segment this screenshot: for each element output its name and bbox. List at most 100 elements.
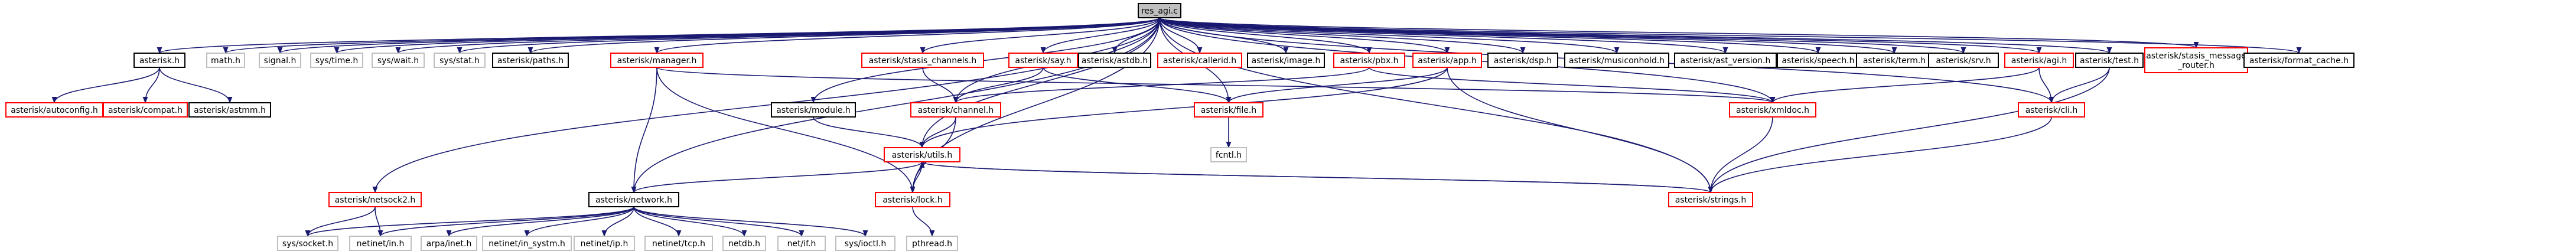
node-ast-version-h[interactable]: asterisk/ast_version.h — [1674, 53, 1777, 68]
node-box — [910, 102, 1001, 118]
node-lock-h[interactable]: asterisk/lock.h — [875, 192, 950, 207]
node-sys-time-h: sys/time.h — [310, 53, 363, 68]
node-label: asterisk/speech.h — [1782, 56, 1854, 66]
edge-manager_h-to-network_h — [631, 67, 657, 194]
node-say-h[interactable]: asterisk/say.h — [1008, 53, 1078, 68]
node-agi-h[interactable]: asterisk/agi.h — [2004, 53, 2074, 68]
node-paths-h[interactable]: asterisk/paths.h — [492, 53, 569, 68]
node-sys-stat-h: sys/stat.h — [434, 53, 486, 68]
node-speech-h[interactable]: asterisk/speech.h — [1777, 53, 1859, 68]
node-musiconhold-h[interactable]: asterisk/musiconhold.h — [1564, 53, 1669, 68]
node-srv-h[interactable]: asterisk/srv.h — [1928, 53, 1999, 68]
node-box — [1729, 102, 1816, 118]
node-netsock2-h[interactable]: asterisk/netsock2.h — [328, 192, 422, 207]
node-label: asterisk/network.h — [595, 195, 672, 205]
node-box — [722, 236, 766, 251]
node-app-h[interactable]: asterisk/app.h — [1412, 53, 1482, 68]
node-label: netinet/in.h — [357, 239, 405, 249]
edge-utils_h-to-network_h — [631, 161, 923, 194]
edge-res_agi-to-stasis_message_router_h — [1159, 17, 2199, 49]
edge-channel_h-to-utils_h — [919, 116, 956, 149]
node-image-h[interactable]: asterisk/image.h — [1247, 53, 1325, 68]
node-box — [1333, 53, 1405, 68]
edge-netsock2_h-to-netinet_in_h — [374, 206, 383, 237]
node-label: asterisk/astmm.h — [194, 106, 266, 115]
node-math-h: math.h — [206, 53, 245, 68]
node-label: asterisk/autoconfig.h — [11, 106, 97, 115]
node-module-h[interactable]: asterisk/module.h — [771, 102, 856, 118]
edge-asterisk_h-to-compat_h — [142, 67, 160, 104]
edge-network_h-to-sys_socket_h — [305, 206, 634, 237]
edge-manager_h-to-xmldoc_h — [656, 67, 1775, 104]
edge-test_h-to-strings_h — [1708, 67, 2110, 194]
node-asterisk-h[interactable]: asterisk.h — [133, 53, 185, 68]
node-xmldoc-h[interactable]: asterisk/xmldoc.h — [1729, 102, 1816, 118]
node-box — [644, 236, 713, 251]
node-label: asterisk/srv.h — [1936, 56, 1991, 66]
node-stasis-channels-h[interactable]: asterisk/stasis_channels.h — [861, 53, 984, 68]
node-box — [2018, 102, 2085, 118]
edge-strings_h-to-utils_h — [920, 161, 1711, 193]
node-label: asterisk/pbx.h — [1340, 56, 1398, 66]
edge-res_agi-to-app_h — [1159, 17, 1450, 54]
node-box — [875, 192, 950, 207]
node-arpa-inet-h: arpa/inet.h — [421, 236, 477, 251]
node-label: asterisk/ast_version.h — [1681, 56, 1771, 66]
node-callerid-h[interactable]: asterisk/callerid.h — [1157, 53, 1242, 68]
node-dsp-h[interactable]: asterisk/dsp.h — [1487, 53, 1558, 68]
edge-network_h-to-net_if_h — [633, 206, 805, 237]
node-label: asterisk/stasis_channels.h — [869, 56, 977, 66]
node-box — [1412, 53, 1482, 68]
edge-test_h-to-cli_h — [2049, 67, 2110, 104]
node-compat-h[interactable]: asterisk/compat.h — [103, 102, 188, 118]
edge-app_h-to-file_h — [1226, 67, 1448, 104]
node-label: asterisk/manager.h — [617, 56, 697, 66]
node-netinet-tcp-h: netinet/tcp.h — [644, 236, 713, 251]
node-label: sys/socket.h — [282, 239, 333, 249]
node-label: asterisk/callerid.h — [1163, 56, 1236, 66]
node-utils-h[interactable]: asterisk/utils.h — [884, 147, 960, 162]
node-autoconfig-h[interactable]: asterisk/autoconfig.h — [5, 102, 103, 118]
node-cli-h[interactable]: asterisk/cli.h — [2018, 102, 2085, 118]
node-term-h[interactable]: asterisk/term.h — [1856, 53, 1933, 68]
node-box — [610, 53, 704, 68]
node-box — [482, 236, 572, 251]
node-stasis-message-router-h[interactable]: asterisk/stasis_message_router.h — [2144, 47, 2248, 73]
node-file-h[interactable]: asterisk/file.h — [1194, 102, 1263, 118]
node-box — [188, 102, 271, 118]
node-label: math.h — [211, 56, 240, 66]
edge-agi_h-to-cli_h — [2038, 67, 2054, 104]
node-box — [372, 53, 425, 68]
node-res-agi[interactable]: res_agi.c — [1138, 3, 1181, 18]
node-manager-h[interactable]: asterisk/manager.h — [610, 53, 704, 68]
node-box — [2144, 47, 2248, 73]
node-box — [259, 53, 301, 68]
node-format-cache-h[interactable]: asterisk/format_cache.h — [2243, 53, 2354, 68]
node-pbx-h[interactable]: asterisk/pbx.h — [1333, 53, 1405, 68]
node-test-h[interactable]: asterisk/test.h — [2075, 53, 2144, 68]
edge-network_h-to-netdb_h — [633, 206, 747, 237]
node-channel-h[interactable]: asterisk/channel.h — [910, 102, 1001, 118]
edge-res_agi-to-dsp_h — [1159, 17, 1526, 54]
node-label: asterisk/compat.h — [108, 106, 183, 115]
node-box — [1487, 53, 1558, 68]
edge-res_agi-to-stasis_channels_h — [920, 17, 1160, 54]
node-network-h[interactable]: asterisk/network.h — [588, 192, 679, 207]
node-label: netinet/tcp.h — [652, 239, 705, 249]
node-label: asterisk/term.h — [1863, 56, 1926, 66]
edge-res_agi-to-utils_h — [919, 17, 1160, 149]
node-box — [1008, 53, 1078, 68]
node-astmm-h[interactable]: asterisk/astmm.h — [188, 102, 271, 118]
node-astdb-h[interactable]: asterisk/astdb.h — [1078, 53, 1151, 68]
node-label: net/if.h — [787, 239, 816, 249]
edge-res_agi-to-paths_h — [527, 17, 1160, 54]
node-label: asterisk/paths.h — [497, 56, 564, 66]
edge-network_h-to-netinet_ip_h — [601, 206, 634, 237]
node-strings-h[interactable]: asterisk/strings.h — [1668, 192, 1753, 207]
node-label: asterisk/image.h — [1252, 56, 1321, 66]
node-box — [588, 192, 679, 207]
node-box — [277, 236, 338, 251]
node-box — [906, 236, 958, 251]
node-box — [206, 53, 245, 68]
node-label: asterisk/stasis_message — [2146, 51, 2246, 61]
